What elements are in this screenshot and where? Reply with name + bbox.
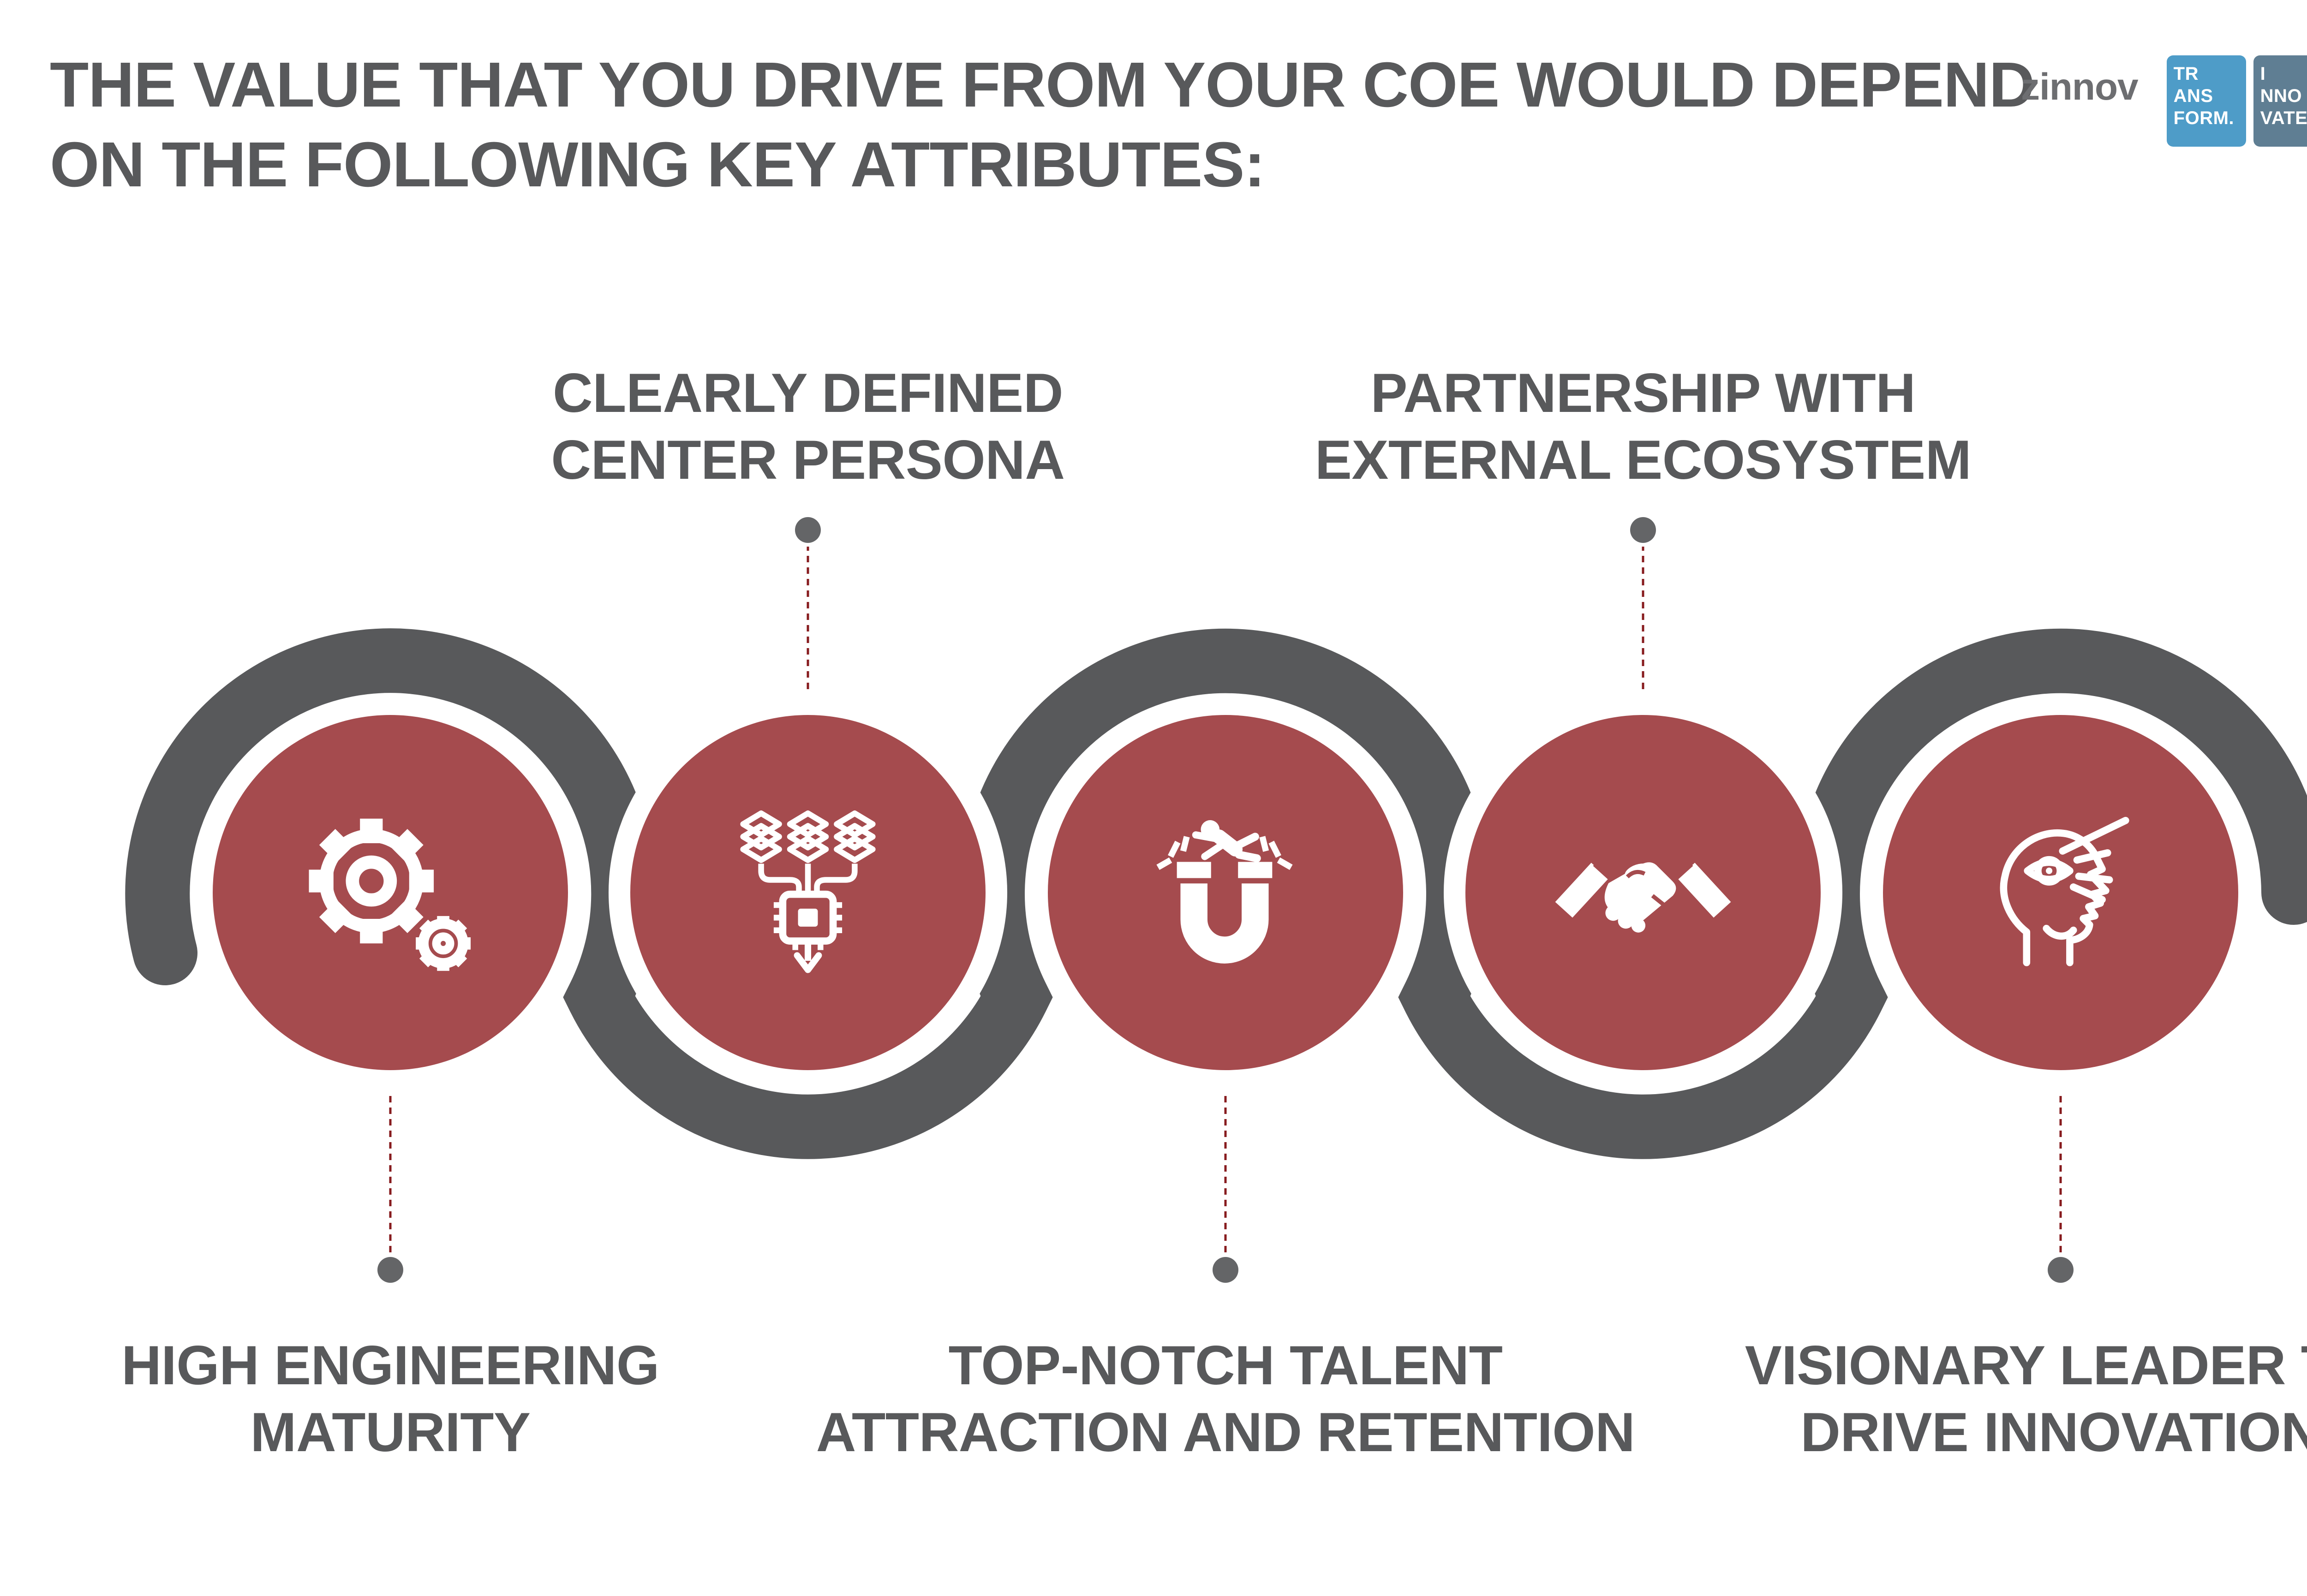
logo-badge-transform: TR ANS FORM. [2166,55,2246,147]
page-title-line-1: THE VALUE THAT YOU DRIVE FROM YOUR COE W… [50,49,2035,120]
attribute-circle [1048,715,1403,1070]
attribute-node-5 [1861,693,2260,1283]
page-title: THE VALUE THAT YOU DRIVE FROM YOUR COE W… [50,45,2089,204]
attribute-circle [1883,715,2238,1070]
zinnov-wordmark: zinnov [2021,66,2139,108]
connector-dot [377,1257,403,1283]
handshake-icon [1555,862,1731,933]
attribute-label-visionary-leader-innovation: VISIONARY LEADER TO DRIVE INNOVATION [1745,1334,2307,1464]
attribute-node-3 [1026,693,1425,1283]
logo-badge-innovate: I NNO VATE. [2253,55,2307,147]
wave-band [125,628,2307,1159]
attribute-label-high-engineering-maturity: HIGH ENGINEERING MATURITY [121,1334,659,1464]
connector-dot [2048,1257,2074,1283]
page-title-line-2: ON THE FOLLOWING KEY ATTRIBUTES: [50,129,1265,200]
attribute-label-clearly-defined-center-persona: CLEARLY DEFINED CENTER PERSONA [551,362,1065,491]
connector-dot [1213,1257,1238,1283]
magnet-icon [1156,820,1293,964]
gears-icon [309,818,471,971]
connector-dot [795,517,821,543]
attribute-label-partnership-external-ecosystem: PARTNERSHIP WITH EXTERNAL ECOSYSTEM [1315,362,1972,491]
attribute-node-4 [1444,517,1842,1092]
connector-dot [1630,517,1656,543]
attribute-label-talent-attraction-retention: TOP-NOTCH TALENT ATTRACTION AND RETENTIO… [816,1334,1635,1464]
zinnov-logo: zinnov TR ANS FORM. I NNO VATE. COL LABO… [2021,55,2307,147]
persona-chip-icon [740,810,876,973]
visionary-head-icon [2000,816,2129,966]
logo-badges: TR ANS FORM. I NNO VATE. COL LABO RATE. [2166,55,2307,147]
attribute-node-2 [609,517,1007,1092]
attribute-node-1 [191,693,590,1283]
